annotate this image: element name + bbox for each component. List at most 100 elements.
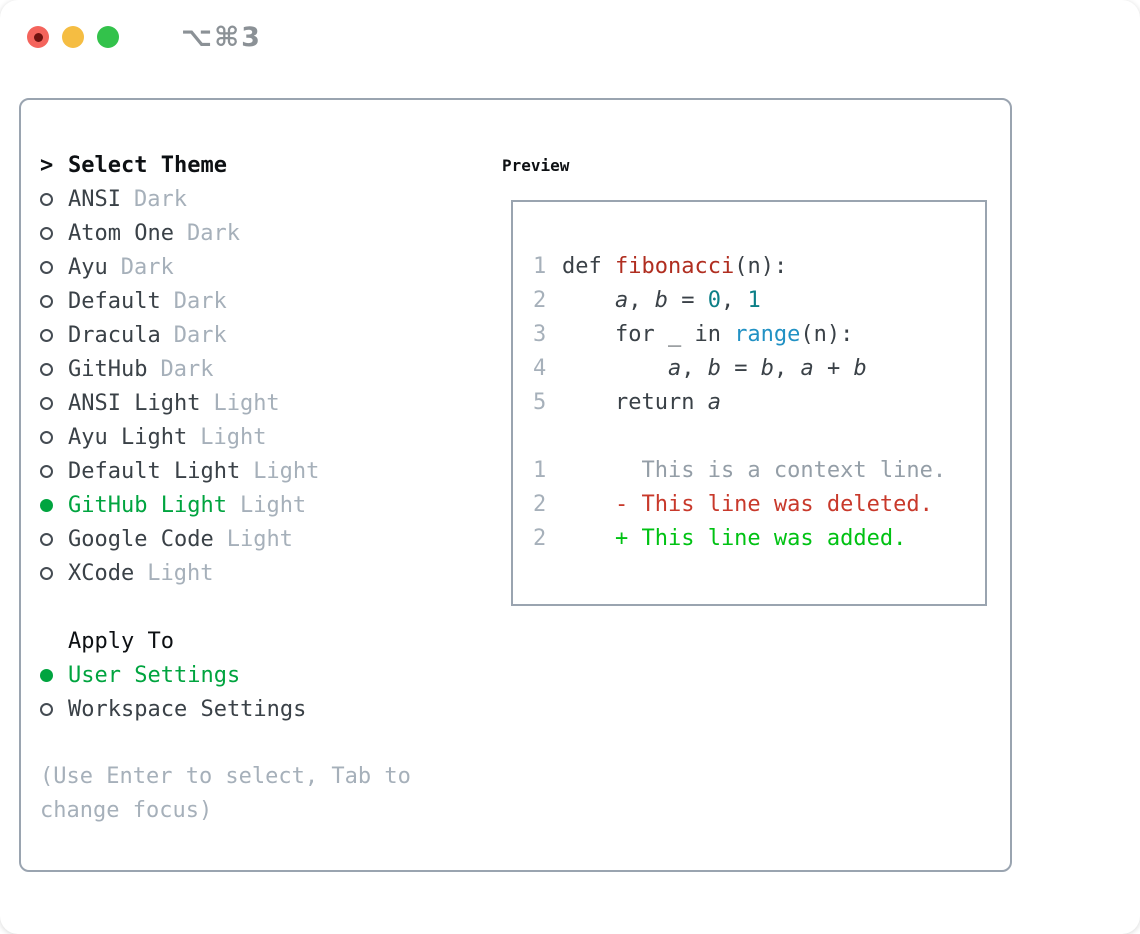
- code-token: ,: [720, 288, 748, 313]
- theme-name: Ayu: [68, 254, 108, 280]
- line-number: 2: [533, 526, 547, 551]
- code-token: a: [614, 288, 629, 313]
- radio-icon: [40, 226, 53, 240]
- line-number: 2: [533, 288, 547, 313]
- apply-target-name: Workspace Settings: [68, 696, 307, 722]
- theme-variant: Dark: [173, 288, 227, 314]
- theme-option-default-light[interactable]: Default Light Light: [40, 454, 500, 488]
- focus-caret-icon: >: [40, 152, 54, 178]
- line-number: 1: [533, 254, 547, 279]
- theme-variant: Light: [239, 492, 307, 518]
- minimize-button[interactable]: [62, 26, 84, 48]
- code-token: (n):: [800, 322, 854, 347]
- code-token: ,: [628, 288, 655, 313]
- spacer: [40, 590, 500, 624]
- theme-variant: Dark: [133, 186, 187, 212]
- code-token: (n):: [734, 254, 788, 279]
- code-line: 4 a, b = b, a + b: [533, 352, 985, 386]
- code-token: b: [853, 356, 867, 381]
- radio-icon: [40, 566, 53, 580]
- close-button[interactable]: [27, 26, 49, 48]
- theme-option-ayu[interactable]: Ayu Dark: [40, 250, 500, 284]
- theme-variant: Light: [226, 526, 293, 552]
- code-line: 2 a, b = 0, 1: [533, 284, 985, 318]
- theme-variant: Light: [253, 458, 320, 484]
- radio-icon: [40, 532, 53, 546]
- diff-line-added: 2 + This line was added.: [533, 522, 985, 556]
- theme-variant: Light: [213, 390, 280, 416]
- code-token: ,: [773, 356, 801, 381]
- theme-variant: Light: [147, 560, 214, 586]
- theme-name: ANSI Light: [68, 390, 201, 416]
- theme-option-xcode[interactable]: XCode Light: [40, 556, 500, 590]
- theme-variant: Light: [200, 424, 267, 450]
- radio-icon: [40, 328, 53, 342]
- code-token: b: [707, 356, 721, 381]
- spacer: [533, 420, 985, 454]
- close-button-dot-icon: [33, 32, 43, 42]
- theme-name: Google Code: [68, 526, 214, 552]
- code-token: fibonacci: [614, 254, 735, 279]
- theme-name: Default Light: [68, 458, 241, 484]
- radio-icon: [40, 396, 53, 410]
- theme-option-ansi-light[interactable]: ANSI Light Light: [40, 386, 500, 420]
- theme-name: Default: [68, 288, 161, 314]
- theme-name: Dracula: [68, 322, 161, 348]
- theme-variant: Dark: [160, 356, 214, 382]
- diff-line-deleted: 2 - This line was deleted.: [533, 488, 985, 522]
- theme-option-github-light[interactable]: GitHub Light Light: [40, 488, 500, 522]
- line-number: 5: [533, 390, 547, 415]
- code-token: [562, 352, 668, 386]
- line-number: 2: [533, 492, 547, 517]
- theme-option-ansi[interactable]: ANSI Dark: [40, 182, 500, 216]
- radio-icon: [40, 430, 53, 444]
- radio-icon: [40, 294, 53, 308]
- line-number: 4: [533, 356, 547, 381]
- theme-variant: Dark: [186, 220, 240, 246]
- theme-option-google-code[interactable]: Google Code Light: [40, 522, 500, 556]
- code-token: a: [800, 356, 814, 381]
- zoom-button[interactable]: [97, 26, 119, 48]
- theme-variant: Dark: [120, 254, 174, 280]
- theme-name: ANSI: [68, 186, 121, 212]
- code-token: =: [667, 288, 708, 313]
- keyboard-hint: (Use Enter to select, Tab to change focu…: [40, 764, 411, 823]
- radio-icon: [40, 260, 53, 274]
- select-theme-header: Select Theme: [68, 152, 227, 178]
- code-token: +: [813, 356, 854, 381]
- theme-option-atom-one[interactable]: Atom One Dark: [40, 216, 500, 250]
- code-token: return: [562, 390, 708, 415]
- code-token: def: [562, 254, 615, 279]
- apply-option-user-settings[interactable]: User Settings: [40, 658, 500, 692]
- line-number: 1: [533, 458, 547, 483]
- select-theme-header-row: > Select Theme: [40, 148, 500, 182]
- diff-text: - This line was deleted.: [562, 492, 933, 517]
- diff-line-context: 1 This is a context line.: [533, 454, 985, 488]
- diff-text: This is a context line.: [562, 458, 947, 483]
- theme-name: XCode: [68, 560, 135, 586]
- selected-radio-icon: [40, 498, 53, 512]
- theme-variant: Dark: [173, 322, 227, 348]
- radio-icon: [40, 362, 53, 376]
- theme-option-dracula[interactable]: Dracula Dark: [40, 318, 500, 352]
- apply-target-name: User Settings: [68, 662, 241, 688]
- apply-to-header-row: Apply To: [40, 624, 500, 658]
- apply-option-workspace-settings[interactable]: Workspace Settings: [40, 692, 500, 726]
- code-token: 1: [747, 288, 761, 313]
- theme-option-default[interactable]: Default Dark: [40, 284, 500, 318]
- code-token: a: [707, 390, 721, 415]
- code-token: for _ in: [562, 322, 735, 347]
- theme-name: GitHub Light: [68, 492, 227, 518]
- theme-name: Atom One: [68, 220, 174, 246]
- window-title: ⌥⌘3: [181, 21, 262, 53]
- code-token: range: [734, 322, 801, 347]
